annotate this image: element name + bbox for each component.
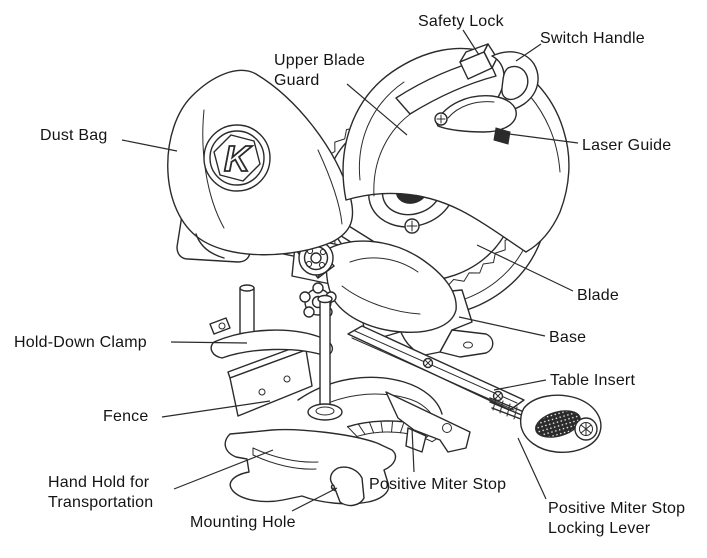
clamp-screw-rod	[320, 300, 330, 406]
label-safety-lock: Safety Lock	[418, 13, 504, 30]
leader-switch-handle	[516, 44, 541, 61]
label-dust-bag: Dust Bag	[40, 127, 108, 144]
label-upper-blade-guard: Upper Blade Guard	[274, 52, 366, 89]
leader-safety-lock	[463, 30, 479, 55]
leader-base	[459, 317, 545, 336]
leader-hand-hold	[174, 450, 273, 489]
label-table-insert: Table Insert	[550, 372, 636, 389]
leader-pms-locking-lever	[518, 438, 546, 499]
clamp-arm	[211, 330, 332, 358]
safety-lock-button	[460, 44, 497, 79]
leader-upper-blade-guard	[347, 84, 407, 135]
logo-letter: K	[224, 138, 253, 179]
label-laser-guide: Laser Guide	[582, 137, 672, 154]
leader-mounting-hole	[292, 488, 337, 511]
leader-dust-bag	[122, 140, 177, 151]
front-carry-handle	[435, 96, 516, 132]
base-body	[225, 430, 395, 506]
label-switch-handle: Switch Handle	[540, 30, 645, 47]
leader-lines	[122, 30, 578, 511]
label-pms-locking-lever: Positive Miter Stop Locking Lever	[548, 500, 686, 537]
label-fence: Fence	[103, 408, 149, 425]
saw-housing	[292, 236, 456, 332]
handle-assembly	[396, 44, 538, 144]
label-hold-down-clamp: Hold-Down Clamp	[14, 334, 147, 351]
leader-table-insert	[494, 380, 546, 390]
table-extension	[348, 326, 601, 452]
dust-bag: K	[168, 70, 353, 258]
hold-down-clamp	[210, 285, 342, 420]
leader-blade	[477, 245, 573, 291]
label-blade: Blade	[577, 287, 619, 304]
leader-hold-down-clamp	[171, 342, 247, 343]
label-base: Base	[549, 329, 587, 346]
leader-positive-miter-stop	[412, 428, 414, 472]
label-positive-miter-stop: Positive Miter Stop	[369, 476, 507, 493]
leader-fence	[162, 401, 270, 417]
label-hand-hold: Hand Hold for Transportation	[48, 474, 154, 511]
label-mounting-hole: Mounting Hole	[190, 514, 296, 531]
leader-laser-guide	[501, 133, 578, 143]
hand-hold-notch	[253, 448, 318, 469]
laser-guide-module	[494, 128, 510, 144]
